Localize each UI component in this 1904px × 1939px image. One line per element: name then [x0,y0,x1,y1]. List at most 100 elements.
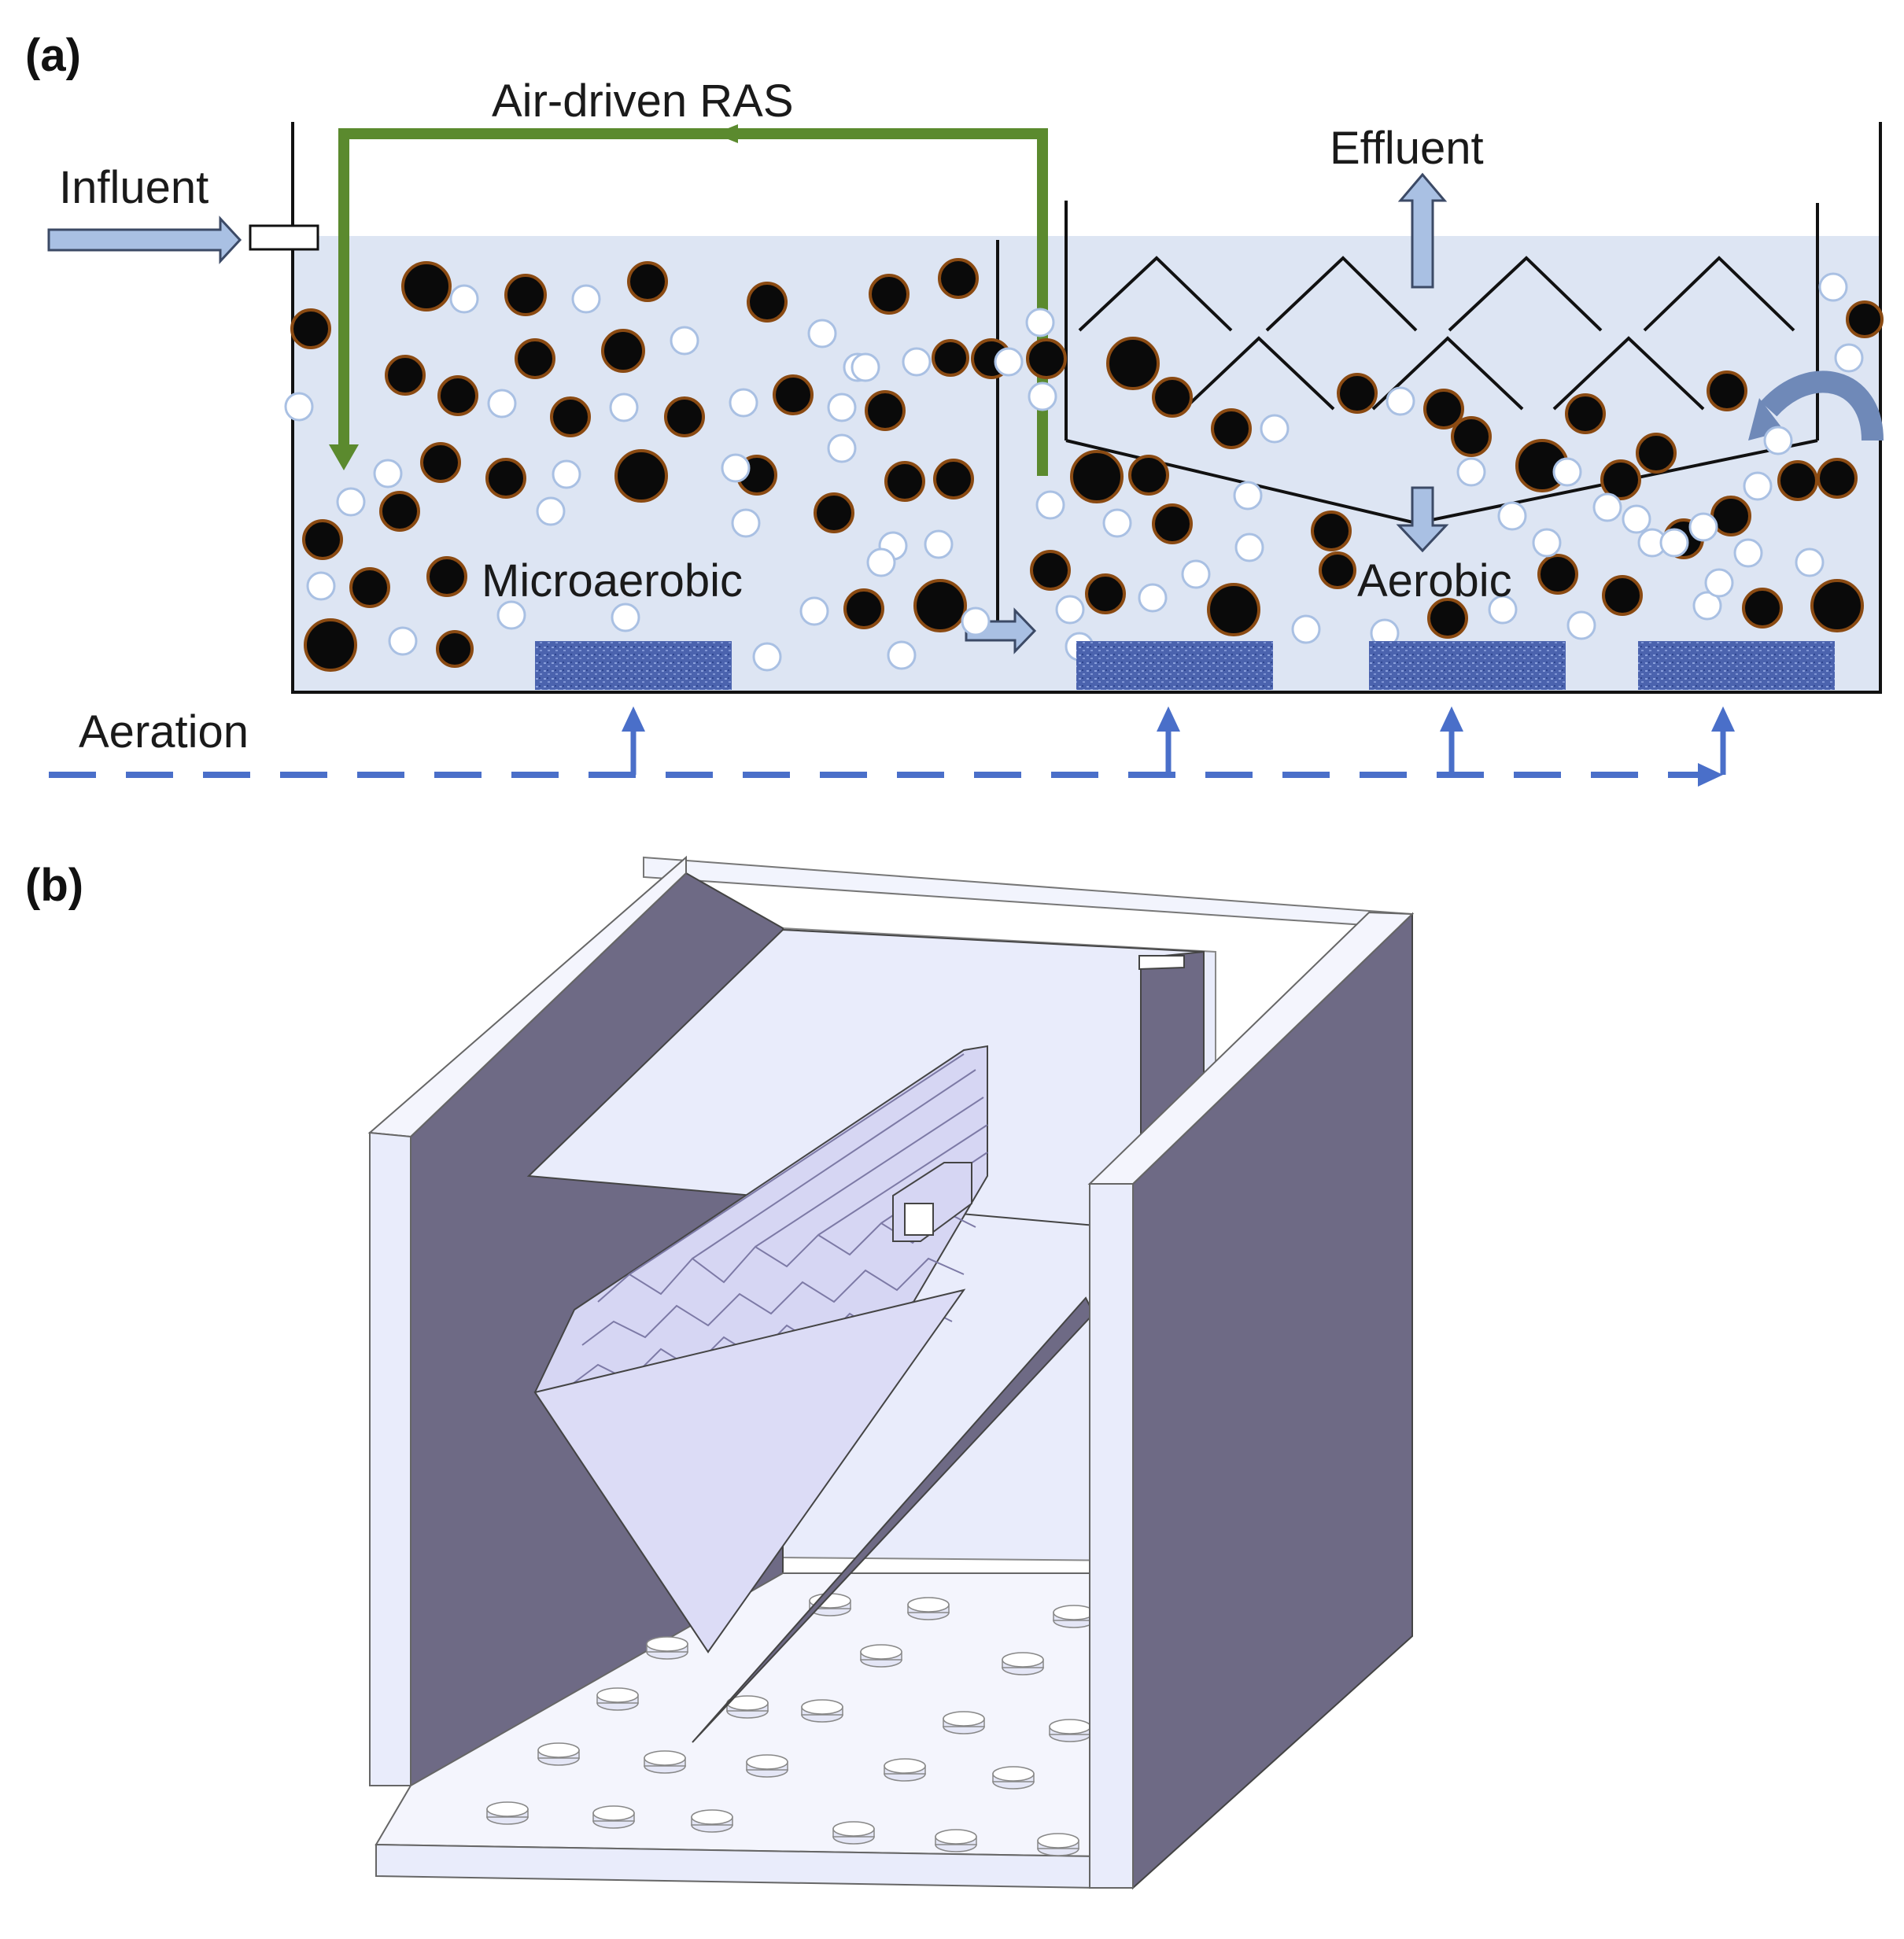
right-wall-front-face [1089,1183,1134,1889]
ras-pipe-arrowhead [329,444,359,470]
floor-disc [943,1711,985,1734]
sludge-granule [304,618,357,672]
sludge-granule [865,390,906,431]
panel-a-label: (a) [25,30,81,81]
ras-label: Air-driven RAS [492,76,794,127]
air-bubble [807,319,837,348]
sludge-granule [1742,588,1783,629]
air-bubble [1743,471,1773,501]
sludge-granule [426,556,467,597]
sludge-granule [436,630,474,668]
panel-b-label: (b) [25,860,83,911]
diffuser-1 [535,641,732,690]
floor-disc [644,1750,686,1774]
floor-disc [860,1644,902,1668]
ras-flow-direction-icon [714,124,738,143]
air-bubble [994,347,1024,377]
air-bubble [851,352,880,382]
sludge-granule [869,274,910,315]
sludge-granule [1070,450,1124,503]
panel-a: (a) [25,30,1884,787]
air-bubble [1552,457,1582,487]
sludge-granule [349,567,390,608]
air-bubble [866,547,896,577]
sludge-granule [1810,579,1864,632]
air-bubble [609,393,639,422]
sludge-granule [938,258,979,299]
sludge-granule [747,282,788,323]
air-bubble [552,459,581,489]
sludge-granule [1319,551,1356,589]
sludge-granule [379,491,420,532]
air-bubble [924,529,954,559]
air-bubble [1592,492,1622,522]
air-bubble [721,453,751,483]
floor-disc [1053,1605,1095,1628]
floor-disc [1049,1719,1091,1742]
air-bubble [1488,595,1518,625]
floor-disc [746,1754,788,1778]
sludge-granule [843,588,884,629]
panel-b: (b) [25,855,1415,1890]
air-bubble [388,626,418,656]
sludge-granule [401,261,452,311]
air-bubble [961,606,991,636]
sludge-granule [627,261,668,302]
air-bubble [731,508,761,538]
sludge-granule [884,461,925,502]
diffuser-2 [1076,641,1273,690]
aerobic-zone-label: Aerobic [1357,555,1512,606]
floor-disc [832,1821,875,1845]
diffuser-3 [1369,641,1566,690]
floor-disc [884,1758,926,1782]
microaerobic-zone-label: Microaerobic [482,555,743,606]
floor-disc [801,1699,843,1723]
air-bubbles [284,272,1864,672]
air-bubble [449,284,479,314]
floor-disc [691,1809,733,1833]
sludge-granule [814,492,854,533]
sludge-granule [437,375,478,416]
sludge-granule [664,396,705,437]
sludge-granule [1451,416,1492,457]
transfer-arrow-icon [965,607,1037,654]
air-bubble [611,603,640,632]
floor-disc [592,1805,635,1829]
sludge-granule [385,355,426,396]
plate-pack-underside [533,1288,966,1653]
sludge-granule [1085,573,1126,614]
sludge-granule [773,374,814,415]
aeration-line-arrowhead [1698,763,1723,787]
air-bubble [1028,382,1057,411]
air-bubble [1692,591,1722,621]
sludge-granule [1600,459,1641,500]
left-wall-front-face [369,1131,411,1786]
air-bubble [496,600,526,630]
air-bubble [1497,501,1527,531]
air-bubble [1566,610,1596,640]
air-bubble [306,571,336,601]
sludge-granule [1128,455,1169,496]
sludge-granule [1030,550,1071,591]
air-bubble [799,596,829,626]
air-bubble [373,459,403,488]
air-bubble [1234,533,1264,562]
air-bubble [902,347,932,377]
air-bubble [887,640,917,670]
floor-disc [992,1766,1035,1790]
floor-diffuser-discs [486,1593,1095,1856]
sludge-granule [1207,583,1260,636]
sludge-granule [1152,377,1193,418]
air-bubble [670,326,699,356]
air-bubble [487,389,517,418]
sludge-granule [601,329,645,373]
air-bubble [1233,481,1263,511]
sludge-granule [1152,503,1193,544]
sludge-granule [485,458,526,499]
influent-arrow-icon [47,216,242,264]
sludge-granule [1565,393,1606,434]
air-bubble [1138,583,1168,613]
sludge-granule [933,459,974,499]
sludge-granule [1106,337,1160,390]
floor-disc [486,1801,529,1825]
